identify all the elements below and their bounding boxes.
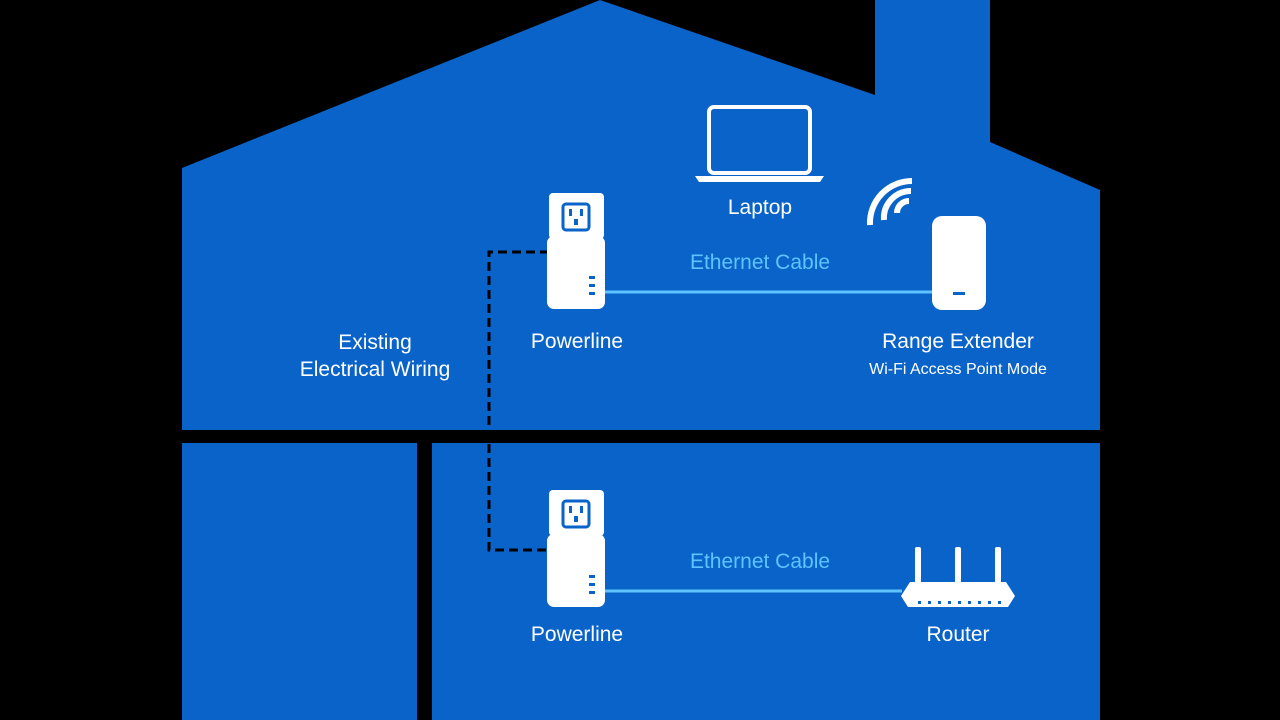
laptop-label: Laptop <box>727 196 793 219</box>
powerline-bottom-label: Powerline <box>530 623 624 646</box>
outlet-icon <box>549 490 604 536</box>
electrical-wiring-label: Existing Electrical Wiring <box>300 329 451 383</box>
upper-floor <box>182 0 1100 430</box>
router-label: Router <box>926 623 990 646</box>
outlet-icon <box>549 193 604 239</box>
lower-left-room <box>182 443 417 720</box>
house-shape <box>182 0 1100 720</box>
powerline-top-label: Powerline <box>530 330 624 353</box>
wiring-label-line2: Electrical Wiring <box>299 358 451 381</box>
powerline-adapter-icon <box>547 236 605 309</box>
laptop-icon <box>695 105 824 182</box>
wifi-icon <box>866 177 913 226</box>
router-icon <box>901 547 1015 607</box>
powerline-adapter-icon <box>547 534 605 607</box>
range-extender-mode-label: Wi-Fi Access Point Mode <box>869 361 1047 378</box>
wiring-label-line1: Existing <box>338 331 412 354</box>
ethernet-cable-bottom-label: Ethernet Cable <box>689 550 831 573</box>
electrical-wiring-line <box>487 250 549 552</box>
range-extender-label: Range Extender <box>882 330 1034 353</box>
lower-right-room <box>432 443 1100 720</box>
ethernet-cable-top-label: Ethernet Cable <box>689 251 831 274</box>
range-extender-icon <box>932 216 986 310</box>
